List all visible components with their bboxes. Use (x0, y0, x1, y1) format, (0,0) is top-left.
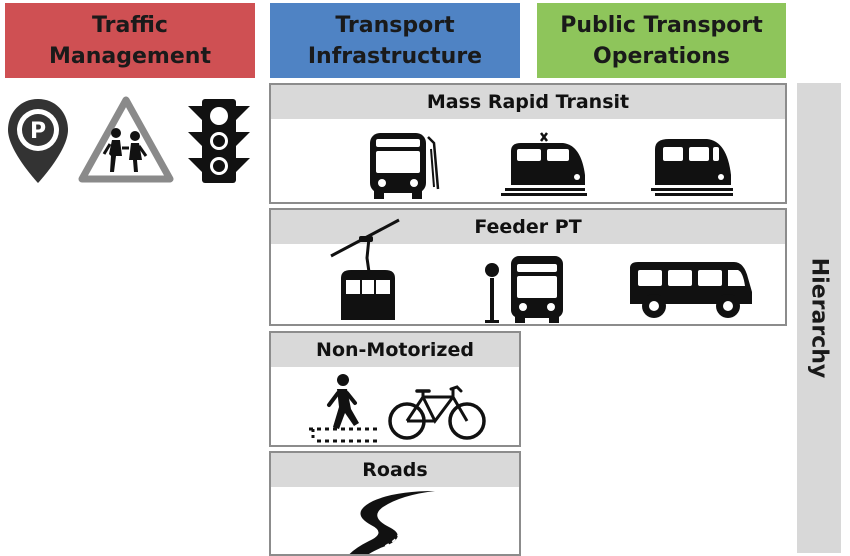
traffic-management-header: Traffic Management (5, 3, 255, 78)
bus-stop-icon (485, 256, 563, 323)
hierarchy-bar: Hierarchy (797, 83, 841, 553)
minibus-icon (630, 262, 752, 318)
bus-rapid-transit-icon (370, 133, 440, 199)
feeder-pt-title: Feeder PT (271, 210, 785, 244)
light-rail-icon (501, 132, 587, 196)
public-transport-operations-header: Public Transport Operations (537, 3, 786, 78)
school-children-sign-icon (78, 96, 174, 183)
feeder-pt-panel: Feeder PT (269, 208, 787, 326)
svg-text:P: P (30, 119, 46, 144)
public-transport-operations-label: Public Transport Operations (560, 12, 763, 69)
metro-train-icon (651, 139, 733, 196)
traffic-light-icon (188, 99, 250, 183)
transport-infrastructure-label: Transport Infrastructure (307, 12, 483, 69)
cable-car-icon (330, 218, 400, 320)
roads-panel: Roads (269, 451, 521, 556)
hierarchy-label: Hierarchy (806, 257, 832, 379)
traffic-management-label: Traffic Management (49, 12, 211, 69)
mass-rapid-transit-panel: Mass Rapid Transit (269, 83, 787, 204)
transport-infrastructure-header: Transport Infrastructure (270, 3, 520, 78)
roads-title: Roads (271, 453, 519, 487)
winding-road-icon (349, 491, 435, 554)
bicycle-icon (388, 385, 486, 440)
parking-location-icon: P (8, 99, 68, 183)
mass-rapid-transit-title: Mass Rapid Transit (271, 85, 785, 119)
non-motorized-title: Non-Motorized (271, 333, 519, 367)
non-motorized-panel: Non-Motorized (269, 331, 521, 447)
pedestrian-crossing-icon (309, 374, 377, 443)
